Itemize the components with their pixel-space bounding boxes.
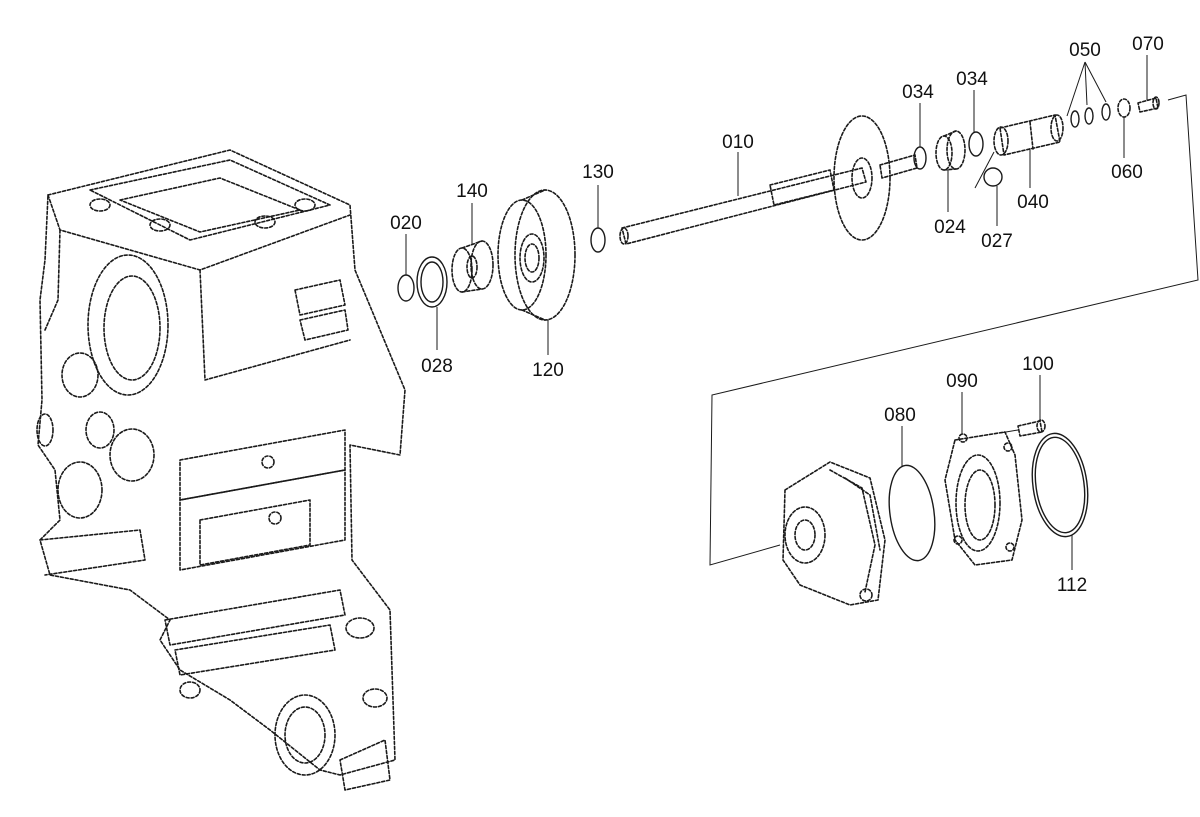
part-010-shaft [619, 115, 918, 245]
callout-120: 120 [532, 360, 564, 381]
callout-060: 060 [1111, 162, 1143, 183]
callout-034-b: 034 [956, 69, 988, 90]
callout-010: 010 [722, 132, 754, 153]
callout-040: 040 [1017, 192, 1049, 213]
part-090-flange [944, 392, 1023, 566]
subassembly-frame [709, 94, 1199, 566]
callout-100: 100 [1022, 354, 1054, 375]
part-034-ring-a [913, 103, 927, 170]
callout-130: 130 [582, 162, 614, 183]
part-140-bearing [451, 203, 494, 293]
part-034-ring-b [968, 90, 984, 157]
part-040-sleeve [993, 114, 1064, 188]
callout-028: 028 [421, 356, 453, 377]
part-027-clip [974, 151, 1003, 226]
part-020-snap-ring [397, 234, 415, 302]
callout-080: 080 [884, 405, 916, 426]
part-100-bolt [999, 375, 1046, 437]
part-050-rings [1066, 61, 1111, 128]
callout-027: 027 [981, 231, 1013, 252]
callout-112: 112 [1057, 575, 1087, 596]
gearbox-housing [36, 149, 406, 791]
part-080-o-ring [888, 426, 936, 562]
part-028-retaining-ring [416, 256, 448, 350]
cover-housing [782, 461, 886, 606]
part-024-bearing [935, 130, 966, 212]
callout-050: 050 [1069, 40, 1101, 61]
part-060-nut [1117, 98, 1131, 158]
part-070-screw [1137, 55, 1160, 113]
callout-070: 070 [1132, 34, 1164, 55]
part-120-gear [497, 189, 576, 355]
callout-090: 090 [946, 371, 978, 392]
callout-020: 020 [390, 213, 422, 234]
callout-024: 024 [934, 217, 966, 238]
part-112-seal-ring [1031, 432, 1089, 570]
callout-140: 140 [456, 181, 488, 202]
callout-034-a: 034 [902, 82, 934, 103]
part-130-ring [590, 185, 606, 253]
